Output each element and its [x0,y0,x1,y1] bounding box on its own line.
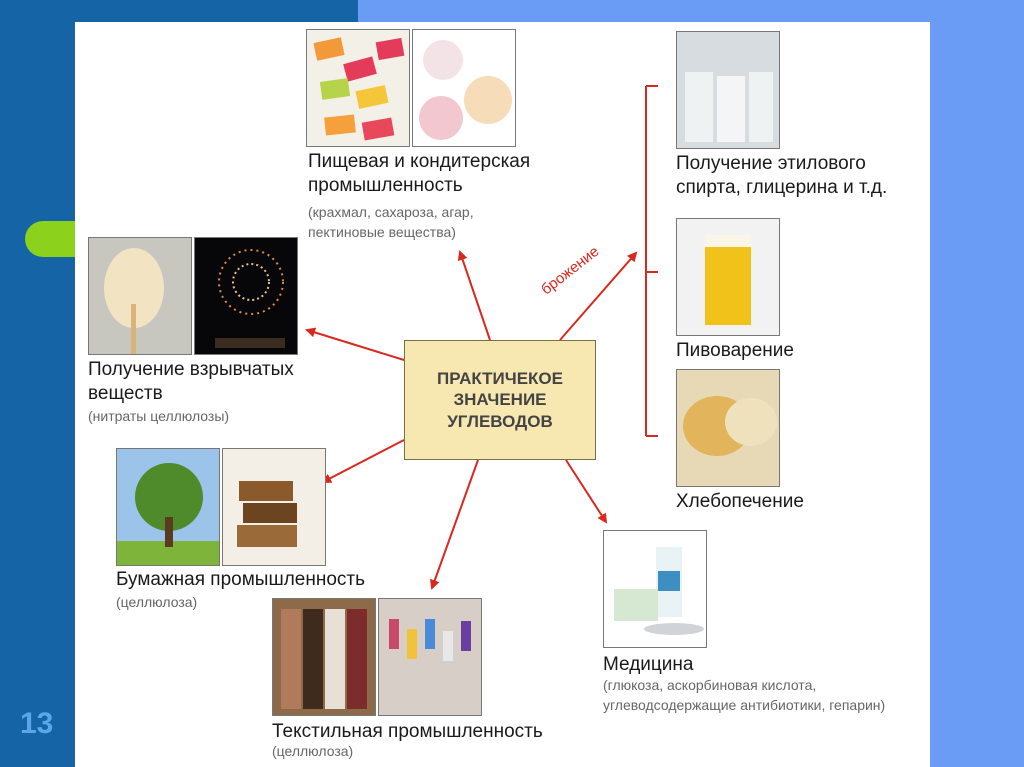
arrow-to-food [460,252,490,340]
explosives-title: Получение взрывчатых веществ [88,358,308,406]
medicine-image [603,530,707,648]
threads-image [378,598,482,716]
marshmallow-drawing [413,30,516,147]
marshmallow-image [412,29,516,147]
fabric-drawing [273,599,376,716]
bread-drawing [677,370,780,487]
marmalade-image [306,29,410,147]
medicine-drawing [604,531,707,648]
baking-title: Хлебопечение [676,490,804,514]
books-drawing [223,449,326,566]
fabric-image [272,598,376,716]
food-note: (крахмал, сахароза, агар, пектиновые вещ… [308,203,528,242]
bottles-image [676,31,780,149]
center-box: ПРАКТИЧЕКОЕ ЗНАЧЕНИЕ УГЛЕВОДОВ [404,340,596,460]
bread-image [676,369,780,487]
paper-note: (целлюлоза) [116,593,197,613]
threads-drawing [379,599,482,716]
fireworks-image [194,237,298,355]
food-title: Пищевая и кондитерская промышленность [308,150,568,198]
match-flame-image [88,237,192,355]
tree-drawing [117,449,220,566]
fireworks-drawing [195,238,298,355]
medicine-note: (глюкоза, аскорбиновая кислота, углеводс… [603,676,903,715]
arrow-to-textile [432,460,478,588]
tree-image [116,448,220,566]
match-drawing [89,238,192,355]
arrow-to-paper [323,440,404,482]
explosives-note: (нитраты целлюлозы) [88,407,229,427]
books-image [222,448,326,566]
textile-note: (целлюлоза) [272,742,353,762]
brewing-title: Пивоварение [676,339,794,363]
textile-title: Текстильная промышленность [272,720,543,744]
paper-title: Бумажная промышленность [116,568,365,592]
arrow-to-medicine [566,460,606,522]
medicine-title: Медицина [603,653,693,677]
arrow-to-explosives [307,330,404,360]
bottles-drawing [677,32,780,149]
beer-drawing [677,219,780,336]
beer-image [676,218,780,336]
ethanol-title: Получение этилового спирта, глицерина и … [676,152,926,200]
marmalade-drawing [307,30,410,147]
